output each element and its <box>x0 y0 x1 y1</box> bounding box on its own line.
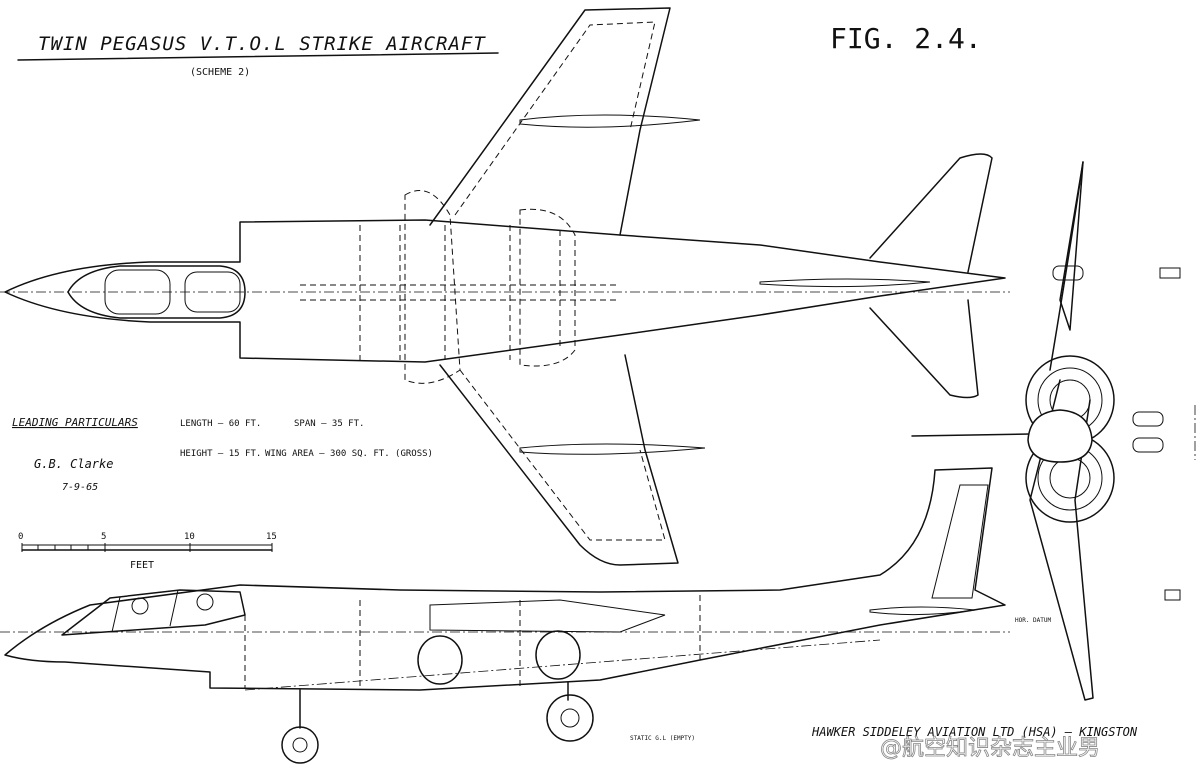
scale-tick-0: 0 <box>18 532 23 542</box>
drawing-title: TWIN PEGASUS V.T.O.L STRIKE AIRCRAFT <box>38 33 486 55</box>
scale-tick-5: 5 <box>101 532 106 542</box>
scale-tick-15: 15 <box>266 532 277 542</box>
signature-date: 7-9-65 <box>62 482 98 493</box>
plan-canopy <box>67 265 246 319</box>
plan-view <box>0 7 1010 566</box>
watermark: @航空知识杂志主业男 <box>880 736 1100 761</box>
leading-particulars: LEADING PARTICULARS LENGTH — 60 FT. SPAN… <box>12 416 433 459</box>
plan-lower-wing <box>439 354 679 566</box>
plan-tailplane <box>869 153 993 273</box>
title-underline <box>17 52 499 61</box>
particulars-heading: LEADING PARTICULARS <box>12 416 138 429</box>
front-view <box>911 161 1196 701</box>
side-view <box>0 467 1010 764</box>
side-engine-nozzle-rear <box>535 630 581 680</box>
particulars-span: SPAN — 35 FT. <box>294 419 364 429</box>
particulars-length: LENGTH — 60 FT. <box>180 419 261 429</box>
scale-unit: FEET <box>130 560 154 571</box>
figure-label: FIG. 2.4. <box>830 22 982 55</box>
plan-upper-wing <box>429 7 671 236</box>
side-fuselage <box>4 467 1006 691</box>
side-fin <box>931 484 989 599</box>
front-cockpit <box>1027 409 1093 463</box>
note-hor-datum: HOR. DATUM <box>1015 617 1052 624</box>
signature-name: G.B. Clarke <box>34 457 113 471</box>
drawing-subtitle: (SCHEME 2) <box>190 67 250 78</box>
side-engine-nozzle-front <box>417 635 463 685</box>
company-credit: HAWKER SIDDELEY AVIATION LTD (HSA) — KIN… <box>811 725 1138 739</box>
side-canopy <box>61 589 246 636</box>
plan-fuselage <box>4 219 1006 363</box>
front-wing <box>1029 379 1094 701</box>
scale-tick-10: 10 <box>184 532 195 542</box>
scale-bar: 0 5 10 15 FEET <box>18 532 277 571</box>
nose-wheel <box>281 726 319 764</box>
particulars-height: HEIGHT — 15 FT. <box>180 449 261 459</box>
front-fin <box>1059 161 1084 331</box>
main-wheel <box>546 694 594 742</box>
note-static-gl: STATIC G.L (EMPTY) <box>630 735 695 742</box>
particulars-wing-area: WING AREA — 300 SQ. FT. (GROSS) <box>265 449 433 459</box>
